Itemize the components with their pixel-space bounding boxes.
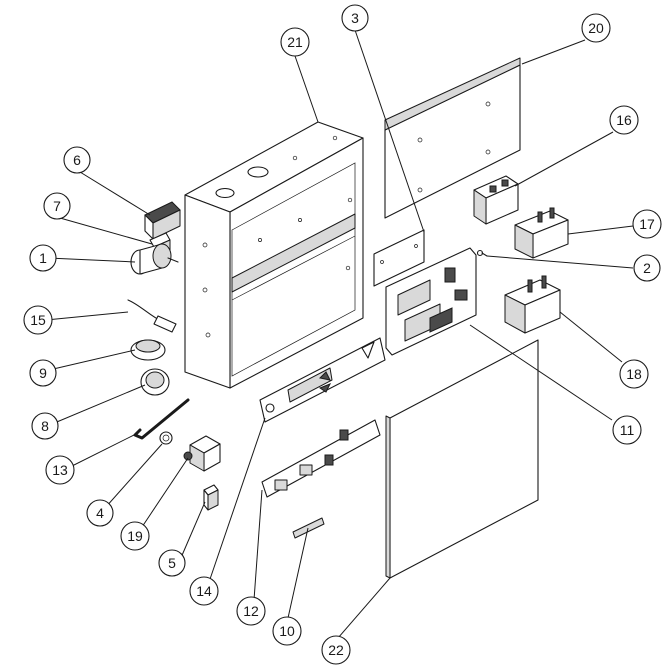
part-6-terminal-block <box>144 201 181 240</box>
callout-label-15: 15 <box>30 312 46 328</box>
part-8-pressure-switch <box>140 368 170 396</box>
callout-label-22: 22 <box>328 642 344 658</box>
callout-label-20: 20 <box>588 20 604 36</box>
part-17-relay <box>514 207 569 259</box>
callout-14: 14 <box>189 576 219 606</box>
part-13-tube <box>133 398 190 440</box>
part-4-grommet <box>159 431 173 445</box>
callout-label-18: 18 <box>626 366 642 382</box>
part-16-contactor <box>473 175 519 225</box>
callout-label-17: 17 <box>639 216 655 232</box>
part-20-mounting-plate <box>384 57 521 219</box>
callout-2: 2 <box>633 254 661 282</box>
callout-21: 21 <box>280 27 310 57</box>
part-9-pressure-switch <box>130 339 166 361</box>
callout-16: 16 <box>609 105 639 135</box>
part-12-terminal-board <box>261 419 381 498</box>
part-10-strip <box>292 517 325 539</box>
part-19-knob <box>183 435 221 472</box>
callout-6: 6 <box>63 146 91 174</box>
callout-8: 8 <box>31 412 59 440</box>
part-18-relay <box>504 275 561 334</box>
callout-label-5: 5 <box>168 555 176 571</box>
part-2-screw <box>476 249 488 257</box>
callout-label-2: 2 <box>643 260 651 276</box>
callout-label-21: 21 <box>287 34 303 50</box>
callout-label-19: 19 <box>127 528 143 544</box>
callout-label-1: 1 <box>39 250 47 266</box>
callout-label-11: 11 <box>620 422 635 438</box>
callout-label-9: 9 <box>39 365 47 381</box>
callout-7: 7 <box>43 192 71 220</box>
part-3-cover-plate <box>373 229 425 287</box>
callout-label-16: 16 <box>616 112 632 128</box>
callout-label-12: 12 <box>243 603 259 619</box>
callout-10: 10 <box>272 616 302 646</box>
callout-label-6: 6 <box>73 152 81 168</box>
callout-label-10: 10 <box>279 623 295 639</box>
callout-9: 9 <box>29 359 57 387</box>
part-5-clip <box>203 484 219 511</box>
callout-label-14: 14 <box>196 583 212 599</box>
callout-label-4: 4 <box>96 505 104 521</box>
callout-label-7: 7 <box>53 198 61 214</box>
callout-5: 5 <box>158 549 186 577</box>
callout-15: 15 <box>23 305 53 335</box>
callout-18: 18 <box>619 359 649 389</box>
callout-label-8: 8 <box>41 418 49 434</box>
part-1-motor <box>130 243 179 275</box>
part-14-display-panel <box>259 337 386 423</box>
callout-17: 17 <box>632 209 662 239</box>
callout-22: 22 <box>321 635 351 665</box>
callout-label-3: 3 <box>351 10 359 26</box>
callout-4: 4 <box>86 499 114 527</box>
callout-13: 13 <box>45 455 75 485</box>
callout-19: 19 <box>120 521 150 551</box>
callout-label-13: 13 <box>52 462 68 478</box>
callout-3: 3 <box>341 4 369 32</box>
part-15-sensor-cable <box>127 299 177 333</box>
part-21-enclosure <box>184 121 364 389</box>
part-22-front-cover <box>385 339 539 579</box>
leader-lines <box>45 29 634 639</box>
callout-11: 11 <box>612 415 642 445</box>
part-11-control-board <box>385 247 477 356</box>
callout-12: 12 <box>236 596 266 626</box>
callout-20: 20 <box>581 13 611 43</box>
callout-1: 1 <box>29 244 57 272</box>
